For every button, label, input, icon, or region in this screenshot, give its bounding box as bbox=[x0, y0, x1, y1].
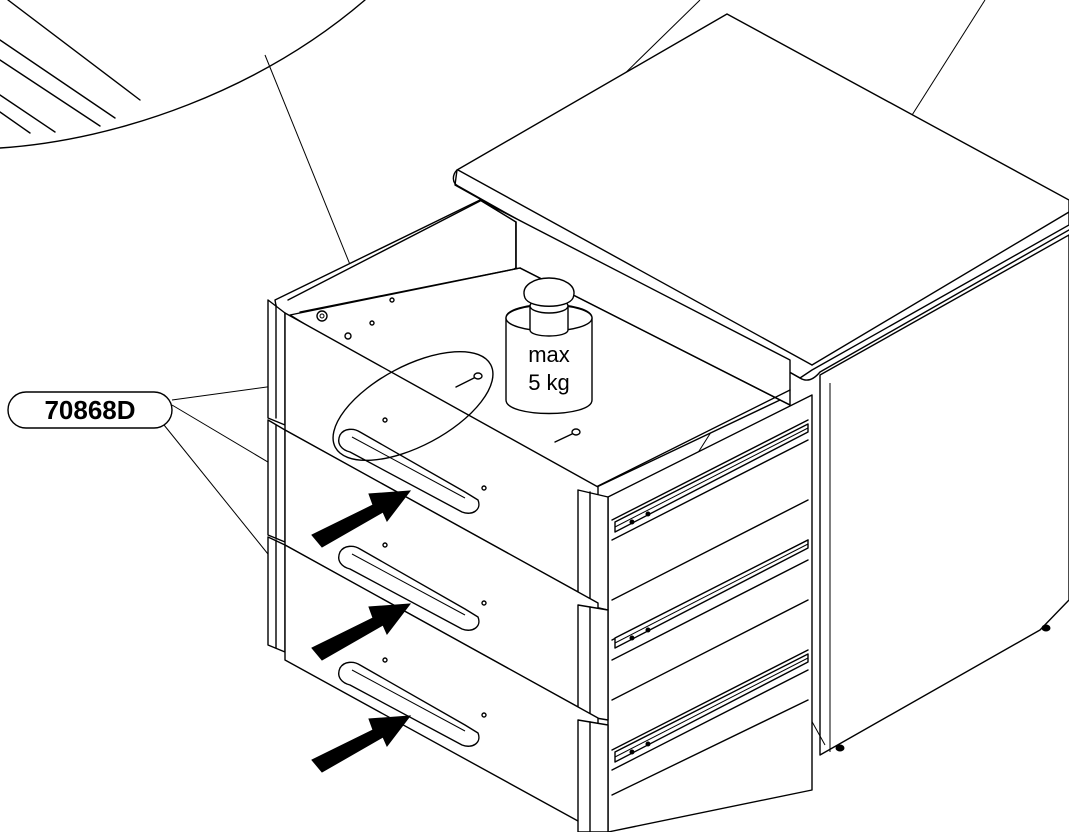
drawer-runner-bottom bbox=[614, 653, 809, 763]
drawer-handle-top bbox=[338, 428, 480, 514]
drawer-handle-bottom bbox=[338, 661, 480, 747]
drawer-front-top bbox=[267, 299, 609, 611]
drawer-runner-middle bbox=[614, 539, 809, 649]
detail-magnifier bbox=[0, 0, 366, 149]
cabinet-top-board bbox=[452, 13, 1069, 381]
drawer-front-bottom bbox=[267, 536, 609, 832]
cabinet-side-panel bbox=[799, 234, 1069, 756]
drawer-front-middle bbox=[267, 419, 609, 721]
drawer-handle-middle bbox=[338, 545, 480, 631]
part-label-bubble: 70868D bbox=[7, 391, 173, 429]
push-arrow-icon bbox=[311, 715, 412, 773]
weight-label-line1: max bbox=[528, 342, 570, 367]
push-arrow-icon bbox=[311, 603, 412, 661]
weight-label-line2: 5 kg bbox=[528, 370, 570, 395]
part-number-label: 70868D bbox=[44, 395, 135, 425]
screw-icon bbox=[554, 428, 581, 443]
drawer-runner-top bbox=[614, 423, 809, 533]
detail-highlight-ellipse bbox=[332, 350, 494, 462]
screw-icon bbox=[455, 372, 483, 388]
weight-icon: max 5 kg bbox=[505, 277, 593, 415]
push-arrow-icon bbox=[311, 490, 412, 548]
